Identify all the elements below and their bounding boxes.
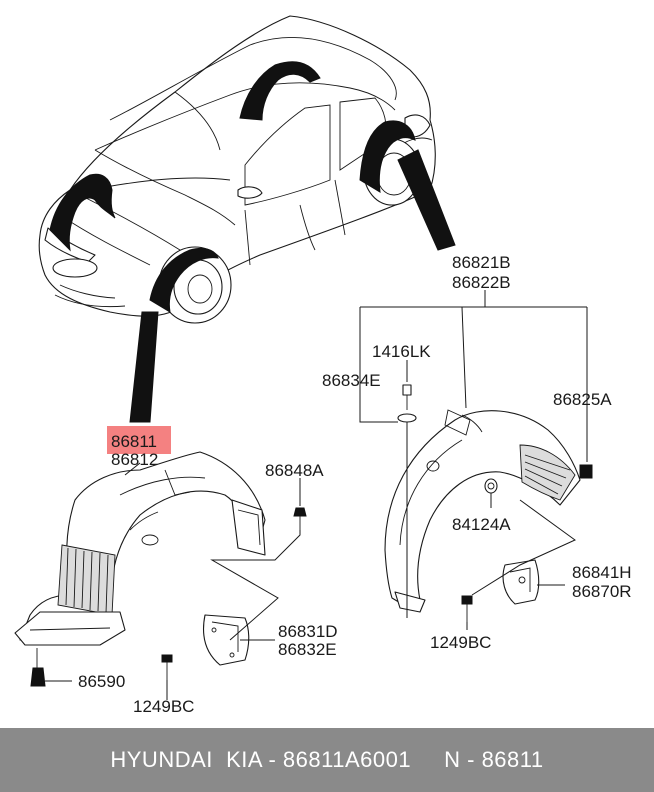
label-1249BC-left: 1249BC	[133, 697, 194, 716]
label-86821B: 86821B	[452, 253, 511, 272]
parts-diagram: 86821B 86822B 1416LK 86834E 86825A 86811…	[14, 15, 632, 716]
highlight-box-86811	[107, 426, 171, 454]
screw-1249BC-left	[161, 654, 173, 680]
rear-bracket	[502, 559, 540, 605]
label-86848A: 86848A	[265, 461, 324, 480]
label-86822B: 86822B	[452, 273, 511, 292]
label-86841H: 86841H	[572, 563, 632, 582]
label-84124A: 84124A	[452, 515, 511, 534]
screw-1249BC-right	[461, 595, 473, 622]
label-86812: 86812	[111, 450, 158, 469]
rear-wheel-liner	[384, 409, 593, 613]
label-86831D: 86831D	[278, 622, 338, 641]
label-1416LK: 1416LK	[372, 342, 431, 361]
label-86832E: 86832E	[278, 640, 337, 659]
part-number-footer: HYUNDAI KIA - 86811A6001 N - 86811	[0, 728, 654, 792]
label-1249BC-right: 1249BC	[430, 633, 491, 652]
front-wheel-liner	[14, 451, 266, 687]
label-86811: 86811	[111, 432, 157, 451]
nut-84124A	[484, 478, 498, 494]
label-86825A: 86825A	[553, 390, 612, 409]
bolt-1416LK	[397, 384, 417, 423]
front-mud-flap	[202, 614, 250, 666]
footer-text: HYUNDAI KIA - 86811A6001 N - 86811	[110, 747, 544, 772]
car-illustration	[38, 15, 456, 423]
label-86870R: 86870R	[572, 582, 632, 601]
screw-86848A	[293, 507, 307, 530]
label-86834E: 86834E	[322, 371, 381, 390]
label-86590: 86590	[78, 672, 125, 691]
